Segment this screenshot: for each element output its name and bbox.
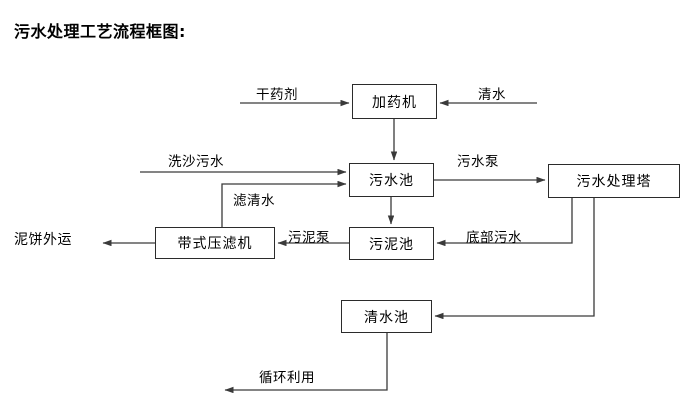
edge-label-sand-wash-sewage: 洗沙污水 [168, 154, 224, 170]
terminal-label-mud-cake-out: 泥饼外运 [14, 232, 72, 248]
node-label: 污水处理塔 [576, 174, 652, 190]
wire-tower-to-cleanwater-pool [434, 198, 595, 320]
edge-label-clean-water-in: 清水 [478, 87, 506, 103]
wire-filterpress-to-sewage-pool [221, 180, 347, 227]
edge-label-sludge-pump: 污泥泵 [288, 230, 330, 246]
edge-label-dry-chemical: 干药剂 [256, 87, 298, 103]
page-title: 污水处理工艺流程框图: [14, 22, 186, 41]
edge-label-filtered-clear-water: 滤清水 [233, 193, 275, 209]
node-treatment-tower[interactable]: 污水处理塔 [548, 164, 680, 198]
wire-cleanwater-pool-to-recycle [224, 333, 388, 394]
node-dosing-machine[interactable]: 加药机 [352, 84, 437, 119]
node-label: 带式压滤机 [177, 236, 253, 252]
node-belt-filter-press[interactable]: 带式压滤机 [155, 227, 275, 259]
node-label: 污水池 [369, 173, 414, 189]
node-sewage-pool[interactable]: 污水池 [349, 163, 434, 197]
wire-tower-to-sludge-pool [436, 198, 573, 247]
node-clean-water-pool[interactable]: 清水池 [341, 300, 432, 333]
edge-label-recycle-reuse: 循环利用 [259, 370, 315, 386]
edge-label-sewage-pump: 污水泵 [457, 154, 499, 170]
node-label: 加药机 [372, 94, 417, 111]
node-sludge-pool[interactable]: 污泥池 [349, 227, 434, 260]
node-label: 污泥池 [369, 236, 414, 253]
edge-label-bottom-sewage: 底部污水 [466, 230, 522, 246]
node-label: 清水池 [364, 309, 409, 326]
